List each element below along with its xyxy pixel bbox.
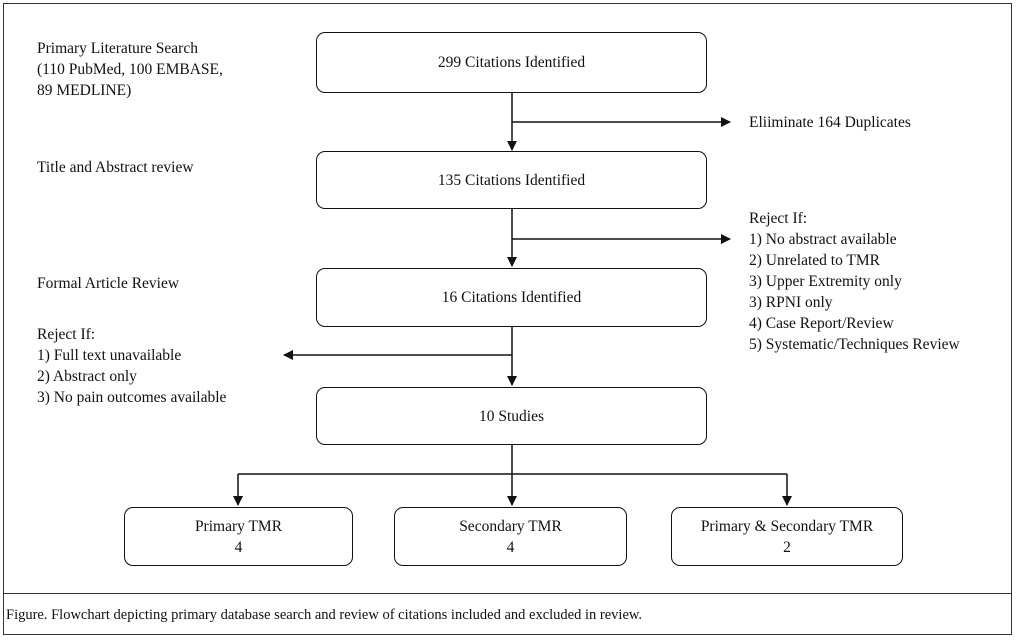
box-16-citations: 16 Citations Identified bbox=[316, 268, 707, 327]
box-299-text: 299 Citations Identified bbox=[437, 54, 586, 71]
box-secondary-tmr: Secondary TMR 4 bbox=[394, 507, 627, 566]
reject-left-line: 2) Abstract only bbox=[37, 368, 137, 385]
reject-right-line: 1) No abstract available bbox=[749, 231, 897, 248]
box-10-studies: 10 Studies bbox=[316, 387, 707, 445]
title-abstract-label: Title and Abstract review bbox=[37, 159, 194, 176]
box-10-text: 10 Studies bbox=[478, 407, 545, 425]
reject-right-line: 4) Case Report/Review bbox=[749, 315, 894, 332]
primary-search-line-3: 89 MEDLINE) bbox=[37, 82, 132, 99]
secondary-tmr-title: Secondary TMR bbox=[459, 517, 562, 535]
eliminate-duplicates-label: Eliiminate 164 Duplicates bbox=[749, 114, 911, 131]
box-primary-tmr: Primary TMR 4 bbox=[124, 507, 353, 566]
primary-search-line-1: Primary Literature Search bbox=[37, 40, 198, 57]
both-tmr-title: Primary & Secondary TMR bbox=[700, 517, 874, 535]
reject-right-line: 5) Systematic/Techniques Review bbox=[749, 336, 960, 353]
primary-tmr-count: 4 bbox=[234, 538, 243, 556]
reject-right-line: Reject If: bbox=[749, 210, 808, 227]
primary-tmr-title: Primary TMR bbox=[194, 517, 283, 535]
reject-left-line: 3) No pain outcomes available bbox=[37, 389, 227, 406]
primary-search-line-2: (110 PubMed, 100 EMBASE, bbox=[37, 61, 223, 78]
reject-right-line: 2) Unrelated to TMR bbox=[749, 252, 881, 269]
both-tmr-count: 2 bbox=[783, 538, 791, 556]
box-299-citations: 299 Citations Identified bbox=[316, 32, 707, 93]
caption-divider bbox=[4, 593, 1011, 594]
reject-right-line: 3) RPNI only bbox=[749, 294, 833, 311]
box-primary-secondary-tmr: Primary & Secondary TMR 2 bbox=[671, 507, 903, 566]
box-135-text: 135 Citations Identified bbox=[437, 171, 586, 189]
reject-left-line: 1) Full text unavailable bbox=[37, 347, 182, 364]
box-135-citations: 135 Citations Identified bbox=[316, 151, 707, 209]
reject-left-list: Reject If: 1) Full text unavailable 2) A… bbox=[37, 324, 226, 408]
box-16-text: 16 Citations Identified bbox=[441, 289, 582, 306]
reject-left-line: Reject If: bbox=[37, 326, 96, 343]
figure-caption: Figure. Flowchart depicting primary data… bbox=[6, 607, 643, 623]
formal-review-label: Formal Article Review bbox=[37, 275, 180, 292]
primary-search-label: Primary Literature Search (110 PubMed, 1… bbox=[37, 38, 223, 101]
secondary-tmr-count: 4 bbox=[506, 538, 515, 556]
reject-right-line: 3) Upper Extremity only bbox=[749, 273, 902, 290]
reject-right-list: Reject If: 1) No abstract available 2) U… bbox=[749, 208, 960, 355]
